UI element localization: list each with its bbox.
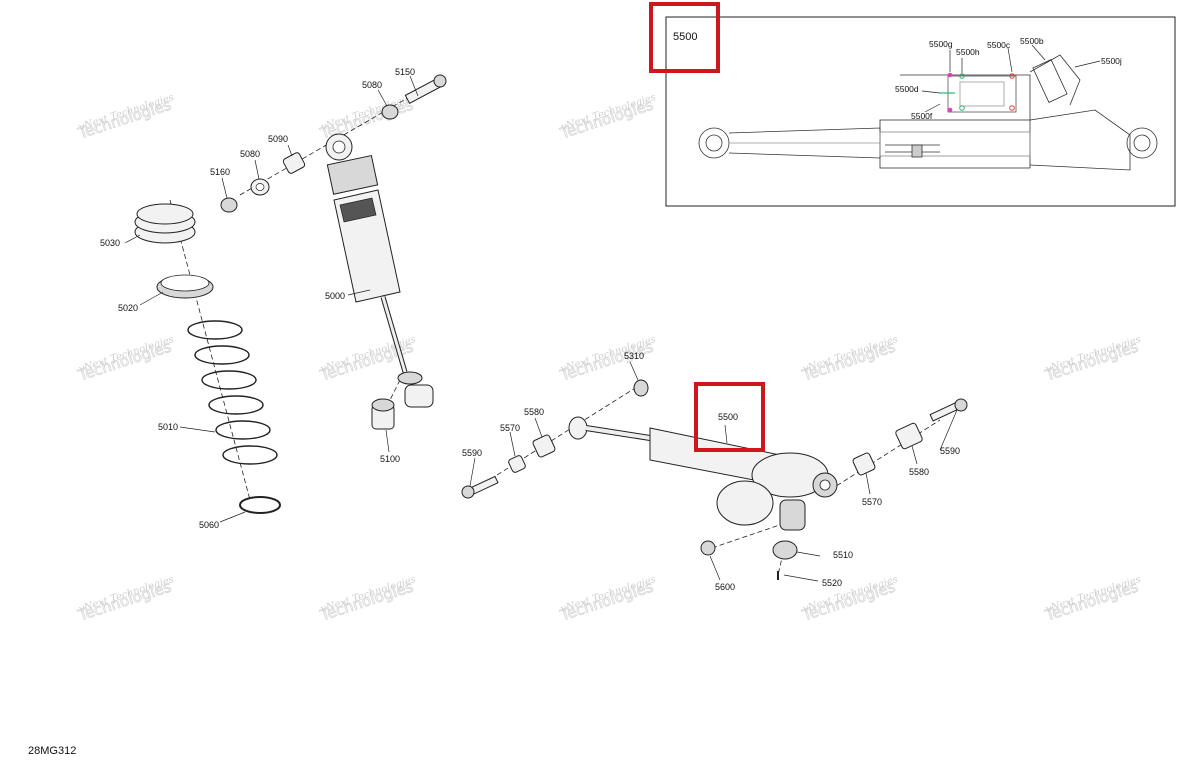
inset-frame xyxy=(665,16,1176,207)
inset-leaders xyxy=(921,44,1101,113)
inset-label-5500j: 5500j xyxy=(1101,56,1122,66)
label-5590-left: 5590 xyxy=(462,448,482,458)
front-shock-assembly: 5150 5080 5090 5080 5160 5030 5020 5000 … xyxy=(100,67,447,530)
callout-5500-highlight xyxy=(694,382,765,452)
inset-label-5500f: 5500f xyxy=(911,111,933,121)
cap-5510 xyxy=(772,540,798,560)
label-5600: 5600 xyxy=(715,582,735,592)
inset-shock-cutaway xyxy=(698,54,1158,171)
nut-5080-top xyxy=(381,104,399,120)
bolt-5590-right xyxy=(929,398,968,422)
label-5160: 5160 xyxy=(210,167,230,177)
label-5580-left: 5580 xyxy=(524,407,544,417)
label-5030: 5030 xyxy=(100,238,120,248)
label-5020: 5020 xyxy=(118,303,138,313)
bushing-5580-left xyxy=(532,434,556,458)
inset-callout-highlight xyxy=(649,2,720,73)
bushing-5580-right xyxy=(895,422,923,450)
diagram-code: 28MG312 xyxy=(28,745,76,757)
label-5010: 5010 xyxy=(158,422,178,432)
label-5310: 5310 xyxy=(624,351,644,361)
clip-5060 xyxy=(239,496,281,514)
label-5080-top: 5080 xyxy=(362,80,382,90)
sleeve-5570-right xyxy=(852,452,876,476)
label-5090: 5090 xyxy=(268,134,288,144)
inset-callout-labels: 5500g 5500h 5500c 5500b 5500j 5500d 5500… xyxy=(895,36,1122,121)
inset-label-5500d: 5500d xyxy=(895,84,919,94)
label-5500: 5500 xyxy=(718,412,738,422)
label-5570-left: 5570 xyxy=(500,423,520,433)
bolt-5590-left xyxy=(461,475,499,499)
nut-5160 xyxy=(220,197,238,213)
label-5580-right: 5580 xyxy=(909,467,929,477)
inset-label-5500c: 5500c xyxy=(987,40,1011,50)
bolt-5150 xyxy=(404,74,447,105)
label-5150: 5150 xyxy=(395,67,415,77)
sleeve-5570-left xyxy=(508,455,526,473)
inset-callout-label: 5500 xyxy=(673,31,697,43)
label-5520: 5520 xyxy=(822,578,842,588)
inset-detail-view: 5500g 5500h 5500c 5500b 5500j 5500d 5500… xyxy=(649,2,1176,207)
sleeve-5090 xyxy=(282,152,306,174)
nut-5310 xyxy=(633,379,649,397)
shock-absorber-5000 xyxy=(325,133,434,408)
coil-spring-5010 xyxy=(187,320,278,465)
inset-label-5500b: 5500b xyxy=(1020,36,1044,46)
inset-color-markers xyxy=(940,72,1015,113)
shock-absorber-5500 xyxy=(568,416,838,531)
label-5570-right: 5570 xyxy=(862,497,882,507)
label-5080: 5080 xyxy=(240,149,260,159)
rear-leaders xyxy=(469,361,958,582)
spring-retainer-5030 xyxy=(134,203,196,244)
label-5590-right: 5590 xyxy=(940,446,960,456)
bushing-5100 xyxy=(371,398,395,430)
label-5000: 5000 xyxy=(325,291,345,301)
label-5060: 5060 xyxy=(199,520,219,530)
front-leaders xyxy=(124,75,419,523)
spring-collar-5020 xyxy=(156,274,214,299)
label-5510: 5510 xyxy=(833,550,853,560)
label-5100: 5100 xyxy=(380,454,400,464)
nut-5600 xyxy=(700,540,716,556)
inset-label-5500g: 5500g xyxy=(929,39,953,49)
inset-label-5500h: 5500h xyxy=(956,47,980,57)
rear-shock-assembly: 5310 5580 5570 5590 5590 5580 5570 5510 … xyxy=(461,351,968,592)
